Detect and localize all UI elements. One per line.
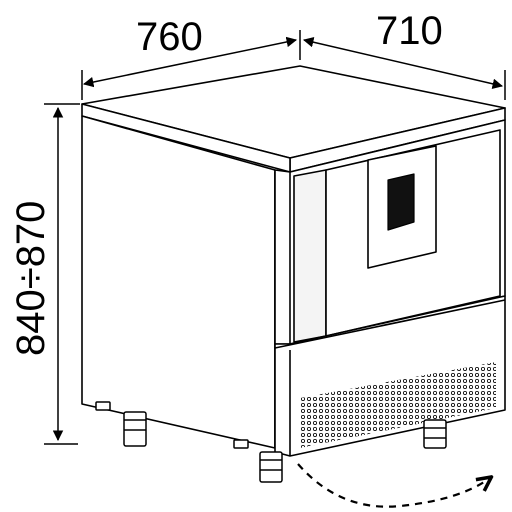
foot-front-right: [423, 419, 447, 449]
appliance-body: [81, 65, 506, 457]
width-dimension: 760: [81, 15, 301, 100]
door-swing-arrow: [297, 463, 490, 508]
foot-front-left: [259, 451, 283, 483]
display-window: [387, 173, 415, 231]
depth-dimension-line: [302, 37, 504, 89]
width-dimension-line: [82, 36, 298, 88]
lower-panel-divider: [274, 299, 506, 349]
height-label: 840÷870: [9, 201, 53, 356]
side-panel: [81, 115, 276, 449]
foot-back-mid: [233, 439, 249, 449]
foot-back-far: [95, 401, 111, 411]
ventilation-grille: [300, 362, 496, 448]
door-frame-inner: [293, 169, 327, 343]
height-dimension: 840÷870: [9, 103, 80, 445]
depth-label: 710: [376, 9, 443, 53]
depth-dimension: 710: [302, 9, 506, 100]
feet: [95, 401, 447, 483]
width-label: 760: [136, 15, 203, 59]
foot-back-left: [123, 411, 147, 447]
